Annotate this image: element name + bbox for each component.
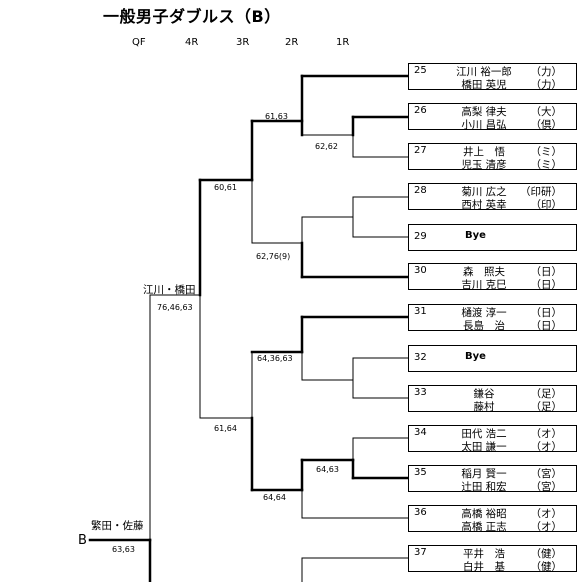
player-club: （日） [530, 279, 563, 291]
match-score: 76,46,63 [157, 303, 193, 312]
entry-seed: 36 [414, 507, 427, 518]
player-name: 西村 英幸 [461, 199, 507, 211]
player-name: 高橋 裕昭 [461, 508, 507, 520]
round-label-4r: 4R [185, 37, 199, 48]
match-score: 64,63 [316, 465, 339, 474]
winner-name-final: 繁田・佐藤 [91, 520, 144, 532]
match-score: 64,64 [263, 493, 286, 502]
player-club: （健） [530, 561, 563, 573]
player-club: （倶） [530, 119, 563, 131]
player-club: （力） [530, 66, 563, 78]
entry-box-33: 33 鎌谷 （足） 藤村 （足） [408, 385, 577, 413]
player-name: 白井 基 [463, 561, 505, 573]
entry-box-34: 34 田代 浩二 （オ） 太田 謙一 （オ） [408, 425, 577, 453]
entry-seed: 34 [414, 427, 427, 438]
player-name: 高橋 正志 [461, 521, 507, 533]
entry-box-37: 37 平井 浩 （健） 白井 基 （健） [408, 545, 577, 573]
player-name: 吉川 克巳 [461, 279, 507, 291]
player-name: 稲月 賢一 [461, 468, 507, 480]
entry-seed: 28 [414, 185, 427, 196]
round-label-3r: 3R [236, 37, 250, 48]
player-name: 樋渡 淳一 [461, 307, 507, 319]
entry-seed: 30 [414, 265, 427, 276]
match-score: 61,63 [265, 112, 288, 121]
player-club: （健） [530, 548, 563, 560]
player-club: （オ） [530, 508, 563, 520]
entry-box-36: 36 高橋 裕昭 （オ） 高橋 正志 （オ） [408, 505, 577, 533]
round-label-qf: QF [132, 37, 146, 48]
entry-seed: 26 [414, 105, 427, 116]
player-club: （力） [530, 79, 563, 91]
player-name: 平井 浩 [463, 548, 505, 560]
player-name: 田代 浩二 [461, 428, 507, 440]
player-club: （オ） [530, 428, 563, 440]
entry-box-31: 31 樋渡 淳一 （日） 長島 治 （日） [408, 304, 577, 332]
player-name: 鎌谷 [473, 388, 495, 400]
match-score: 62,76(9) [256, 252, 291, 261]
player-club: （日） [530, 266, 563, 278]
player-name: 井上 悟 [463, 146, 505, 158]
bye-label: Bye [465, 230, 486, 241]
player-club: （ミ） [530, 146, 563, 158]
match-score: 60,61 [214, 183, 237, 192]
player-club: （大） [530, 106, 563, 118]
entry-box-26: 26 高梨 律夫 （大） 小川 昌弘 （倶） [408, 103, 577, 131]
player-name: 小川 昌弘 [461, 119, 507, 131]
entry-seed: 25 [414, 65, 427, 76]
player-name: 藤村 [473, 401, 495, 413]
round-label-1r: 1R [336, 37, 350, 48]
player-name: 江川 裕一郎 [456, 66, 512, 78]
entry-seed: 37 [414, 547, 427, 558]
player-name: 高梨 律夫 [461, 106, 507, 118]
match-score: 64,36,63 [257, 354, 293, 363]
section-letter: B [78, 533, 87, 548]
entry-seed: 31 [414, 306, 427, 317]
match-score: 62,62 [315, 142, 338, 151]
player-club: （印研） [520, 186, 562, 198]
player-name: 橋田 英児 [461, 79, 507, 91]
player-club: （オ） [530, 521, 563, 533]
page-title: 一般男子ダブルス（B） [103, 7, 281, 26]
entry-box-28: 28 菊川 広之 （印研） 西村 英幸 （印） [408, 183, 577, 211]
entry-seed: 33 [414, 387, 427, 398]
player-club: （日） [530, 320, 563, 332]
entry-seed: 35 [414, 467, 427, 478]
match-score: 63,63 [112, 545, 135, 554]
entry-seed: 27 [414, 145, 427, 156]
player-name: 太田 謙一 [461, 441, 507, 453]
entry-box-29: 29 Bye [408, 224, 577, 251]
player-name: 児玉 清彦 [461, 159, 507, 171]
player-club: （宮） [530, 481, 563, 493]
entry-seed: 32 [414, 352, 427, 363]
match-score: 61,64 [214, 424, 237, 433]
entry-box-32: 32 Bye [408, 345, 577, 372]
entry-box-30: 30 森 照夫 （日） 吉川 克巳 （日） [408, 263, 577, 291]
player-name: 辻田 和宏 [461, 481, 507, 493]
winner-name-top6: 江川・橋田 [143, 284, 196, 296]
player-name: 菊川 広之 [461, 186, 507, 198]
player-name: 森 照夫 [463, 266, 505, 278]
player-club: （宮） [530, 468, 563, 480]
bye-label: Bye [465, 351, 486, 362]
player-club: （オ） [530, 441, 563, 453]
player-name: 長島 治 [463, 320, 505, 332]
entry-box-27: 27 井上 悟 （ミ） 児玉 清彦 （ミ） [408, 143, 577, 171]
entry-seed: 29 [414, 231, 427, 242]
player-club: （日） [530, 307, 563, 319]
player-club: （足） [530, 401, 563, 413]
round-label-2r: 2R [285, 37, 299, 48]
player-club: （印） [530, 199, 563, 211]
entry-box-25: 25 江川 裕一郎 （力） 橋田 英児 （力） [408, 63, 577, 91]
player-club: （足） [530, 388, 563, 400]
player-club: （ミ） [530, 159, 563, 171]
entry-box-35: 35 稲月 賢一 （宮） 辻田 和宏 （宮） [408, 465, 577, 493]
